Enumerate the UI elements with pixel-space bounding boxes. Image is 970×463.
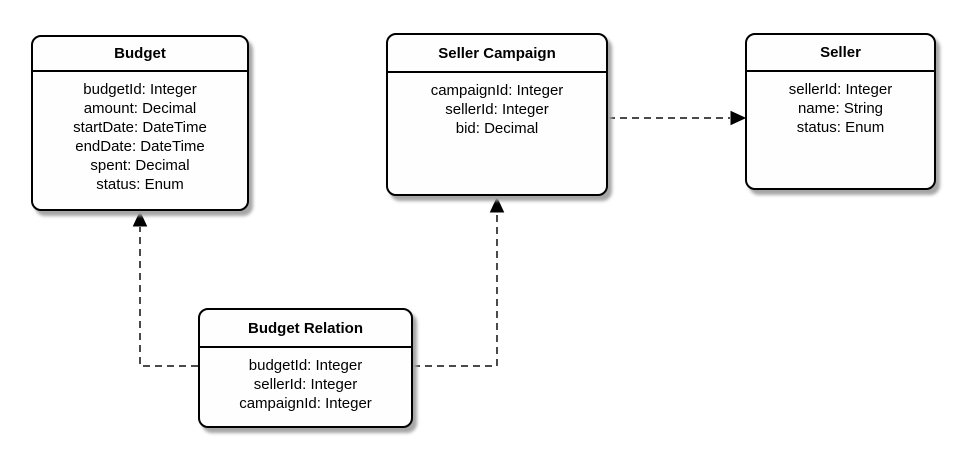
entity-field: sellerId: Integer bbox=[788, 81, 893, 98]
connector-budget-relation-to-seller-campaign bbox=[413, 196, 505, 367]
arrowhead-up-icon bbox=[489, 196, 505, 213]
connector-budget-relation-to-budget bbox=[132, 210, 198, 367]
entity-seller-fields: sellerId: Integer name: String status: E… bbox=[747, 72, 934, 188]
entity-field: campaignId: Integer bbox=[239, 395, 372, 412]
entity-budget: Budget budgetId: Integer amount: Decimal… bbox=[31, 35, 249, 211]
entity-field: campaignId: Integer bbox=[430, 82, 564, 99]
entity-field: sellerId: Integer bbox=[253, 376, 358, 393]
entity-field: status: Enum bbox=[796, 119, 885, 136]
entity-field: status: Enum bbox=[96, 176, 184, 193]
entity-field: spent: Decimal bbox=[90, 157, 190, 174]
arrowhead-up-icon bbox=[132, 210, 148, 227]
entity-seller: Seller sellerId: Integer name: String st… bbox=[745, 33, 936, 190]
entity-field: startDate: DateTime bbox=[73, 119, 207, 136]
entity-budget-relation-fields: budgetId: Integer sellerId: Integer camp… bbox=[200, 348, 411, 426]
entity-seller-campaign-title: Seller Campaign bbox=[388, 35, 606, 73]
entity-seller-campaign-fields: campaignId: Integer sellerId: Integer bi… bbox=[388, 73, 606, 194]
arrowhead-right-icon bbox=[730, 110, 747, 126]
entity-seller-campaign: Seller Campaign campaignId: Integer sell… bbox=[386, 33, 608, 196]
entity-field: endDate: DateTime bbox=[75, 138, 205, 155]
connector-line bbox=[139, 227, 198, 367]
entity-seller-title: Seller bbox=[747, 35, 934, 72]
connector-line bbox=[413, 213, 498, 367]
entity-field: sellerId: Integer bbox=[445, 101, 549, 118]
entity-field: budgetId: Integer bbox=[83, 81, 197, 98]
connector-seller-campaign-to-seller bbox=[608, 110, 747, 126]
entity-field: bid: Decimal bbox=[455, 120, 539, 137]
entity-budget-relation-title: Budget Relation bbox=[200, 310, 411, 348]
entity-field: amount: Decimal bbox=[83, 100, 197, 117]
entity-field: budgetId: Integer bbox=[248, 357, 363, 374]
entity-budget-relation: Budget Relation budgetId: Integer seller… bbox=[198, 308, 413, 428]
entity-field: name: String bbox=[797, 100, 884, 117]
entity-budget-title: Budget bbox=[33, 37, 247, 72]
entity-budget-fields: budgetId: Integer amount: Decimal startD… bbox=[33, 72, 247, 209]
